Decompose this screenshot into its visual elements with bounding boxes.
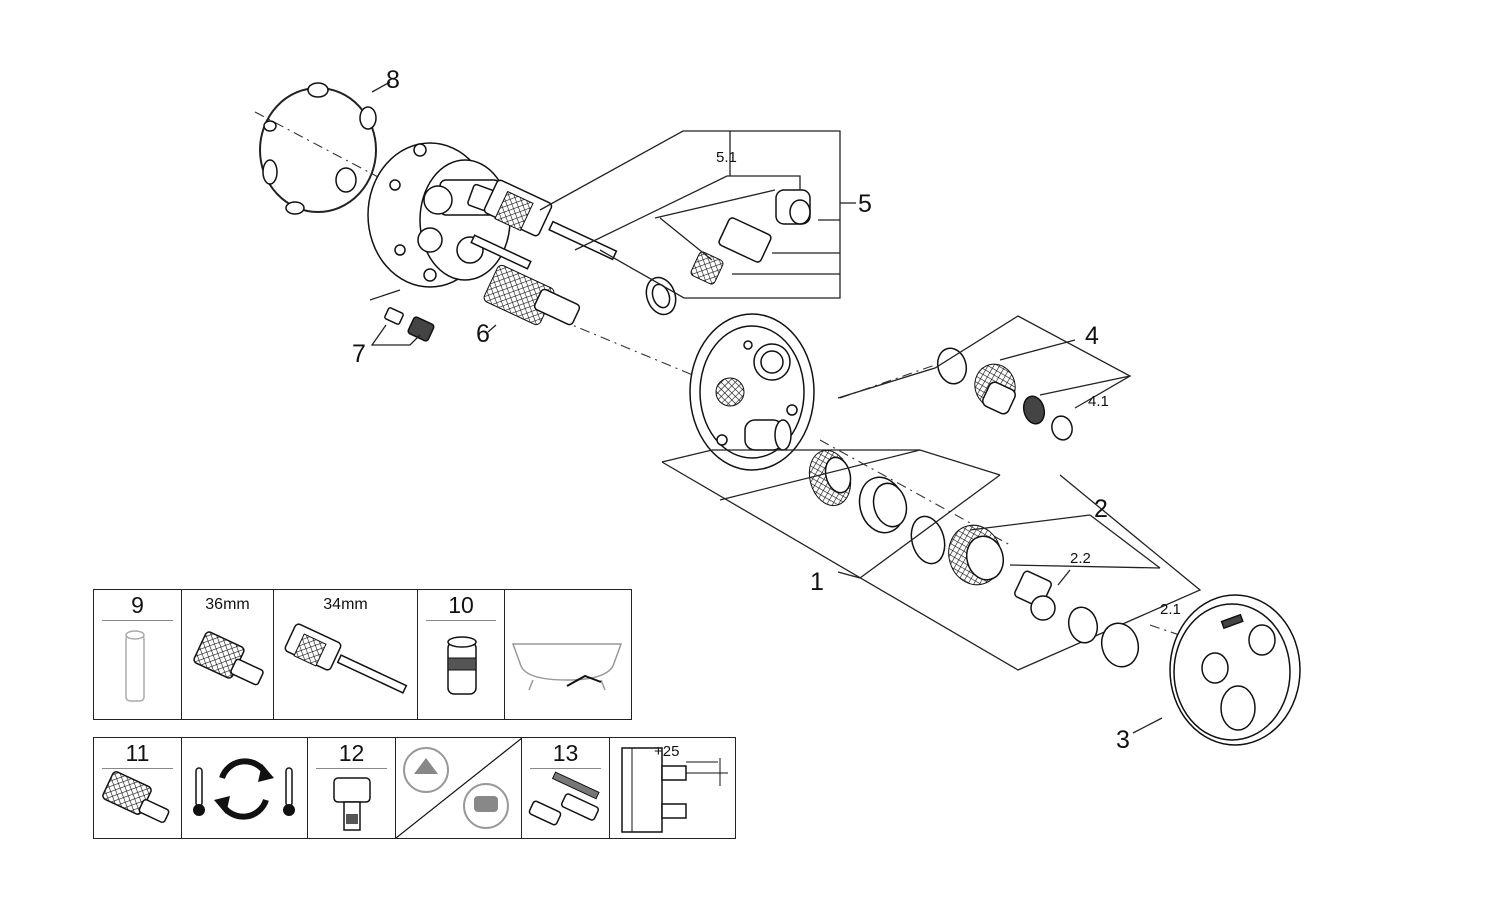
callout-5-1: 5.1 xyxy=(716,149,737,166)
cell-13: 13 xyxy=(522,738,610,838)
part-2-components xyxy=(948,514,1161,668)
part-8-gasket xyxy=(259,81,391,215)
callout-2-2: 2.2 xyxy=(1070,550,1091,567)
cell-temperature-swap xyxy=(182,738,308,838)
cell-12-number: 12 xyxy=(338,740,365,766)
part-5-components xyxy=(539,130,856,316)
depth-label: +25 xyxy=(654,743,679,760)
cell-10-number: 10 xyxy=(448,592,474,618)
part-4-components xyxy=(837,315,1132,441)
callout-4: 4 xyxy=(1085,322,1099,350)
part-cartridge-upper xyxy=(470,179,618,270)
cell-11-number: 11 xyxy=(125,740,150,766)
callout-2: 2 xyxy=(1094,495,1108,523)
cell-34mm-label: 34mm xyxy=(323,596,368,613)
cartridge-36mm-icon xyxy=(193,631,264,686)
part-7-fittings xyxy=(369,289,435,346)
cell-12: 12 xyxy=(308,738,396,838)
extension-sleeve-icon xyxy=(125,630,145,702)
cell-bathtub xyxy=(505,590,629,719)
part-3-cover-plate xyxy=(1132,594,1301,746)
part-6-cartridge xyxy=(483,264,581,333)
cell-34mm: 34mm xyxy=(274,590,418,719)
callout-4-1: 4.1 xyxy=(1088,393,1109,410)
cell-installation-depth: +25 xyxy=(610,738,735,838)
cell-9-number: 9 xyxy=(131,592,144,618)
temperature-swap-icon xyxy=(193,758,295,820)
callout-8: 8 xyxy=(386,66,400,94)
cell-36mm: 36mm xyxy=(182,590,274,719)
handle-options-icon xyxy=(396,738,522,838)
accessory-table-bottom: 11 12 xyxy=(93,737,736,839)
extension-set-13-icon xyxy=(528,771,600,826)
cartridge-11-icon xyxy=(102,771,170,824)
cell-9: 9 xyxy=(94,590,182,719)
callout-2-1: 2.1 xyxy=(1160,601,1181,618)
adapter-12-icon xyxy=(333,777,371,831)
callout-1: 1 xyxy=(810,568,824,596)
cell-13-number: 13 xyxy=(552,740,579,766)
cell-handle-options xyxy=(396,738,522,838)
callout-6: 6 xyxy=(476,320,490,348)
check-valve-icon xyxy=(447,636,477,695)
mounting-plate xyxy=(689,313,815,471)
cartridge-34mm-icon xyxy=(284,623,408,694)
accessory-table-top: 9 36mm 34mm 10 xyxy=(93,589,632,720)
cell-11: 11 xyxy=(94,738,182,838)
installation-depth-icon: +25 xyxy=(621,743,728,833)
bathtub-icon xyxy=(511,643,623,691)
cell-36mm-label: 36mm xyxy=(205,596,250,613)
callout-7: 7 xyxy=(352,340,366,368)
cell-10: 10 xyxy=(418,590,505,719)
callout-3: 3 xyxy=(1116,726,1130,754)
callout-5: 5 xyxy=(858,190,872,218)
